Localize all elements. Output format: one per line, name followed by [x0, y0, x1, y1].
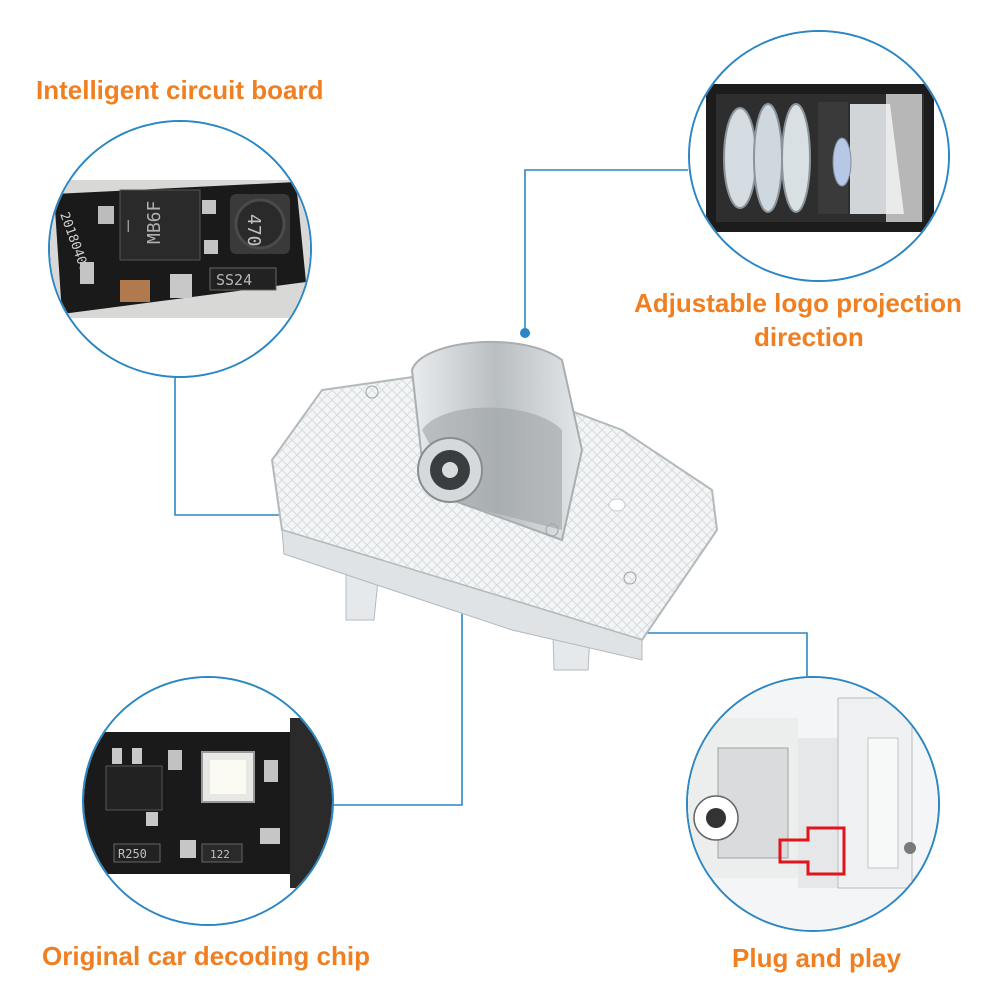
projector-lamp-product — [270, 340, 719, 671]
svg-text:—: — — [115, 219, 139, 232]
plug-highlight-outline — [778, 826, 846, 876]
projection-connector — [524, 169, 688, 333]
diode-marking: SS24 — [216, 271, 252, 289]
circuit-board-photo: — MB6F 470 SS24 20180408 — [50, 122, 310, 376]
resistor-marking: R250 — [118, 847, 147, 861]
decoding-chip-circle: R250 122 — [82, 676, 334, 926]
lens-projection-circle — [688, 30, 950, 282]
inductor-marking: 470 — [243, 214, 264, 247]
circuit-board-circle: — MB6F 470 SS24 20180408 — [48, 120, 312, 378]
label-projection-line1: Adjustable logo projection — [634, 288, 962, 318]
label-decoding-chip: Original car decoding chip — [42, 941, 370, 971]
small-resistor-marking: 122 — [210, 848, 230, 861]
plug-play-circle — [686, 676, 940, 932]
label-plug-play: Plug and play — [732, 943, 902, 973]
projection-dot — [520, 328, 530, 338]
lens-assembly-photo — [690, 32, 948, 280]
bridge-marking: MB6F — [144, 201, 165, 244]
label-circuit-board: Intelligent circuit board — [36, 75, 324, 105]
decoding-chip-connector — [312, 595, 463, 806]
decoding-chip-photo: R250 122 — [84, 678, 332, 924]
plug-connector-photo — [688, 678, 938, 930]
label-projection-line2: direction — [754, 322, 864, 352]
